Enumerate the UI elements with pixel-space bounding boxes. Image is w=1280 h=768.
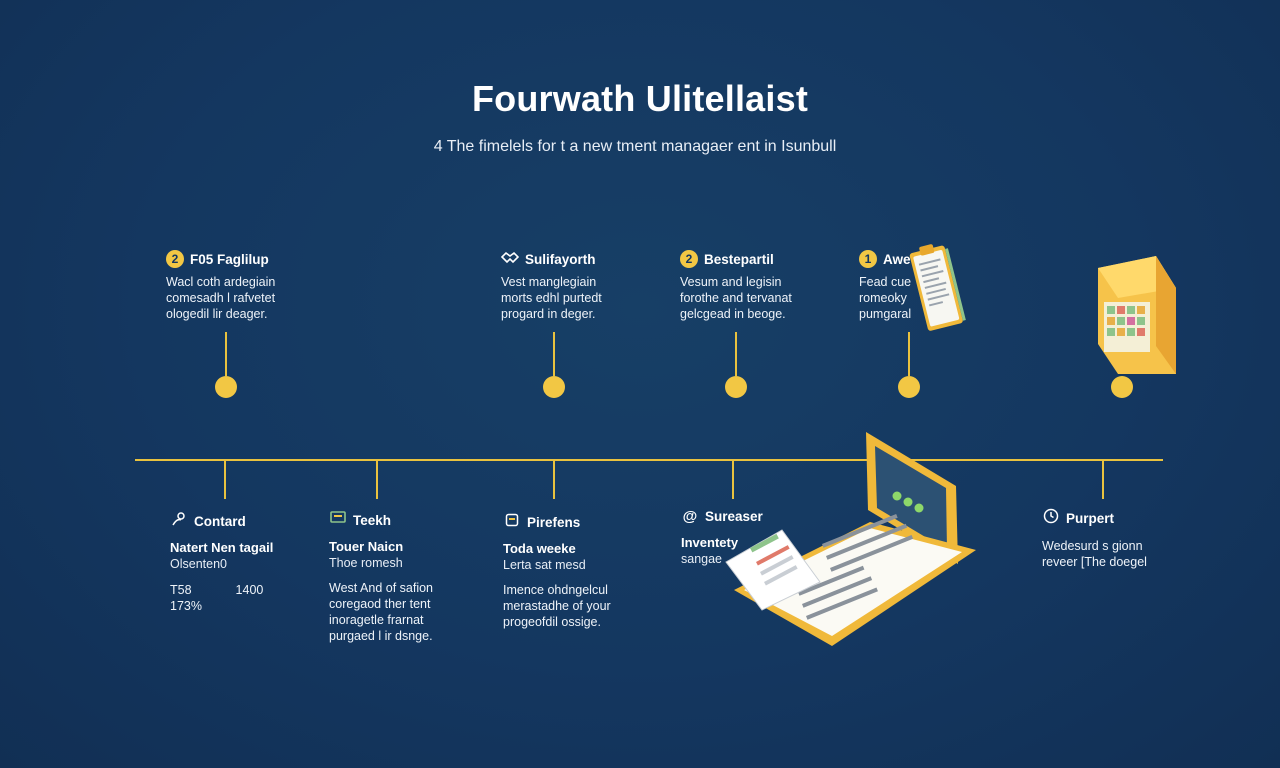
number-badge: 2 [166, 250, 184, 268]
timeline-tick-4 [732, 461, 734, 499]
milestone-text: West And of safion [329, 581, 433, 595]
bottom-milestone-1: Contard Natert Nen tagail Olsenten0 T58 … [170, 512, 273, 613]
calendar-box-icon [1098, 256, 1176, 374]
timeline-dot-5 [1111, 376, 1133, 398]
clock-icon [1042, 508, 1060, 528]
milestone-text: merastadhe of your [503, 599, 611, 613]
milestone-text: Imence ohdngelcul [503, 583, 608, 597]
timeline-dot-1 [215, 376, 237, 398]
milestone-text: progeofdil ossige. [503, 615, 601, 629]
bottom-milestone-4: @ Sureaser Inventety sangae [681, 508, 763, 566]
milestone-heading: Pirefens [527, 514, 581, 530]
milestone-text: Vesum and legisin [680, 275, 782, 289]
timeline-dot-3 [725, 376, 747, 398]
milestone-subheading: Natert Nen tagail [170, 540, 274, 555]
milestone-text: purgaed l ir dsnge. [329, 629, 433, 643]
timeline-tick-3 [553, 461, 555, 499]
milestone-text: ologedil lir deager. [166, 307, 268, 321]
milestone-heading: Awe [883, 251, 911, 267]
milestone-heading: Contard [194, 513, 246, 529]
milestone-heading: Teekh [353, 512, 392, 528]
top-milestone-4: 1 Awe Fead cue romeoky pumgaral [859, 250, 911, 322]
milestone-subtext: Thoe romesh [329, 556, 403, 570]
bottom-milestone-3: Pirefens Toda weeke Lerta sat mesd Imenc… [503, 513, 611, 630]
top-milestone-3: 2 Bestepartil Vesum and legisin forothe … [680, 250, 792, 322]
timeline-tick-2 [376, 461, 378, 499]
timeline-axis [135, 459, 1163, 461]
milestone-text: morts edhl purtedt [501, 291, 602, 305]
milestone-text: comesadh l rafvetet [166, 291, 276, 305]
top-milestone-1: 2 F05 Faglilup Wacl coth ardegiain comes… [166, 250, 275, 322]
number-badge: 2 [680, 250, 698, 268]
stat-value: 1400 [235, 583, 264, 597]
milestone-text: Vest manglegiain [501, 275, 597, 289]
milestone-text: progard in deger. [501, 307, 596, 321]
milestone-subheading: Inventety [681, 535, 739, 550]
bottom-milestone-2: Teekh Touer Naicn Thoe romesh West And o… [329, 511, 433, 644]
milestone-text: gelcgead in beoge. [680, 307, 786, 321]
page-title: Fourwath Ulitellaist [471, 78, 809, 119]
milestone-text: Wedesurd s gionn [1042, 539, 1143, 553]
milestone-text: reveer [The doegel [1042, 555, 1147, 569]
milestone-text: Wacl coth ardegiain [166, 275, 276, 289]
page-subtitle: 4 The fimelels for t a new tment managae… [433, 138, 837, 155]
milestone-subtext: Lerta sat mesd [503, 558, 586, 572]
timeline-stem-4 [908, 332, 910, 376]
milestone-text: inoragetle frarnat [329, 613, 424, 627]
at-icon: @ [682, 508, 698, 525]
milestone-text: romeoky [859, 291, 907, 305]
handshake-icon [500, 250, 520, 268]
timeline-tick-5 [1102, 461, 1104, 499]
timeline-stem-3 [735, 332, 737, 376]
bottom-milestone-5: Purpert Wedesurd s gionn reveer [The doe… [1042, 508, 1147, 570]
milestone-subtext: sangae [681, 552, 723, 566]
milestone-text: Fead cue [859, 275, 912, 289]
milestone-heading: F05 Faglilup [190, 251, 269, 267]
stat-value: T58 [170, 583, 192, 597]
number-badge: 1 [859, 250, 877, 268]
milestone-subheading: Toda weeke [503, 541, 576, 556]
timeline-tick-1 [224, 461, 226, 499]
timeline-dot-4 [898, 376, 920, 398]
stat-percent: 173% [170, 599, 202, 613]
milestone-subheading: Touer Naicn [329, 539, 404, 554]
board-icon [329, 511, 347, 529]
top-milestone-2: Sulifayorth Vest manglegiain morts edhl … [500, 250, 602, 322]
milestone-text: pumgaral [859, 307, 912, 321]
timeline-dot-2 [543, 376, 565, 398]
timeline-stem-1 [225, 332, 227, 376]
milestone-heading: Bestepartil [704, 251, 774, 267]
timeline-stem-2 [553, 332, 555, 376]
box-icon [503, 513, 521, 531]
milestone-text: coregaod ther tent [329, 597, 431, 611]
laptop-icon [725, 432, 976, 646]
clipboard-icon [909, 244, 966, 331]
milestone-heading: Sureaser [705, 509, 763, 524]
person-icon [170, 512, 188, 530]
milestone-subtext: Olsenten0 [170, 557, 227, 571]
milestone-text: forothe and tervanat [680, 291, 792, 305]
milestone-heading: Sulifayorth [525, 251, 596, 267]
milestone-heading: Purpert [1066, 510, 1115, 526]
